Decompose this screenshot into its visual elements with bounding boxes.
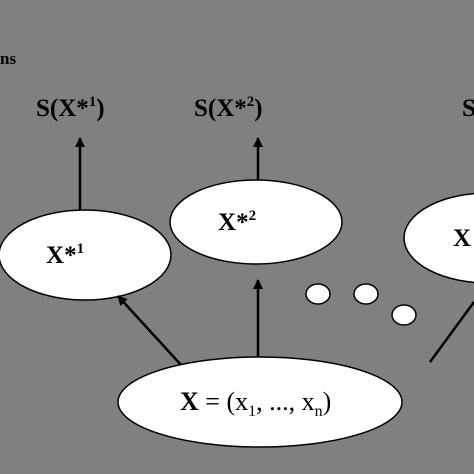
bootstrap-sample-3-ellipse xyxy=(403,192,474,284)
original-sample-ellipse xyxy=(117,356,403,448)
continuation-dot-2 xyxy=(353,283,379,305)
statistic-label-1: S(X*1) xyxy=(36,94,105,122)
arrow-original-to-sample3 xyxy=(428,301,474,363)
statistic-label-2: S(X*2) xyxy=(194,94,263,122)
header-partial-text: ns xyxy=(0,49,16,68)
original-sample-label: X = (x1, ..., xn) xyxy=(180,387,331,420)
bootstrap-sample-2-label: X*2 xyxy=(218,208,256,236)
statistic-label-3: S xyxy=(462,95,474,122)
bootstrap-sample-1-ellipse xyxy=(0,209,172,301)
continuation-dot-1 xyxy=(305,283,331,305)
bootstrap-sample-3-label: X xyxy=(453,225,471,252)
bootstrap-sample-1-label: X*1 xyxy=(46,241,84,269)
arrow-original-to-sample1 xyxy=(117,295,183,367)
bootstrap-sample-2-ellipse xyxy=(169,179,343,265)
continuation-dot-3 xyxy=(391,304,417,326)
